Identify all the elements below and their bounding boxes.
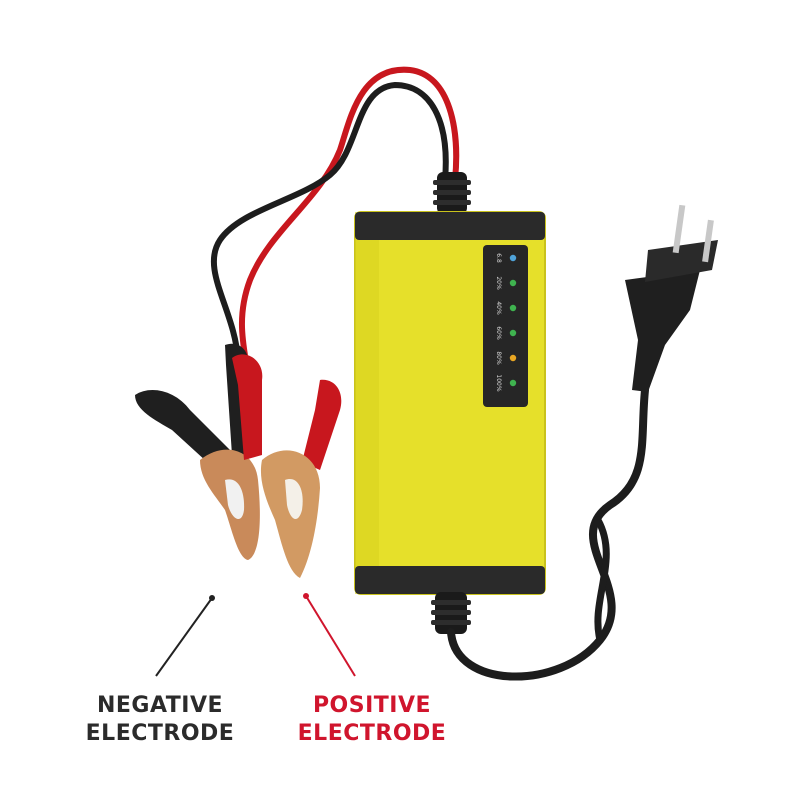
power-cord [431,386,649,681]
negative-label-line1: NEGATIVE [96,693,224,718]
indicator-level-label: 80% [495,351,502,365]
indicator-led [509,279,517,287]
positive-electrode-label: POSITIVE ELECTRODE [282,692,462,748]
indicator-level-label: 20% [495,276,502,290]
wall-plug [625,204,718,392]
indicator-level-label: 40% [495,301,502,315]
red-cable [238,66,460,378]
charger-top-cap [355,212,545,240]
indicator-level-label: 6.8 [495,253,502,263]
indicator-led [509,379,517,387]
charge-indicator-panel: 6.8 20% 40% 60% 80% 100% [483,245,528,407]
charger-body [354,211,546,595]
indicator-led [509,254,517,262]
charger-output-cables [210,66,471,378]
plug-prong-right [702,219,714,263]
negative-label-line2: ELECTRODE [85,721,235,746]
plug-prong-left [672,204,686,254]
indicator-led [509,329,517,337]
charger-bottom-cap [355,566,545,594]
positive-clamp [232,354,342,578]
indicator-led [509,304,517,312]
callout-leaders [155,593,356,677]
indicator-led [509,354,517,362]
positive-label-line1: POSITIVE [312,693,432,718]
negative-electrode-label: NEGATIVE ELECTRODE [70,692,250,748]
indicator-level-label: 60% [495,326,502,340]
indicator-level-label: 100% [495,374,502,391]
black-cable [210,81,449,363]
positive-label-line2: ELECTRODE [297,721,447,746]
